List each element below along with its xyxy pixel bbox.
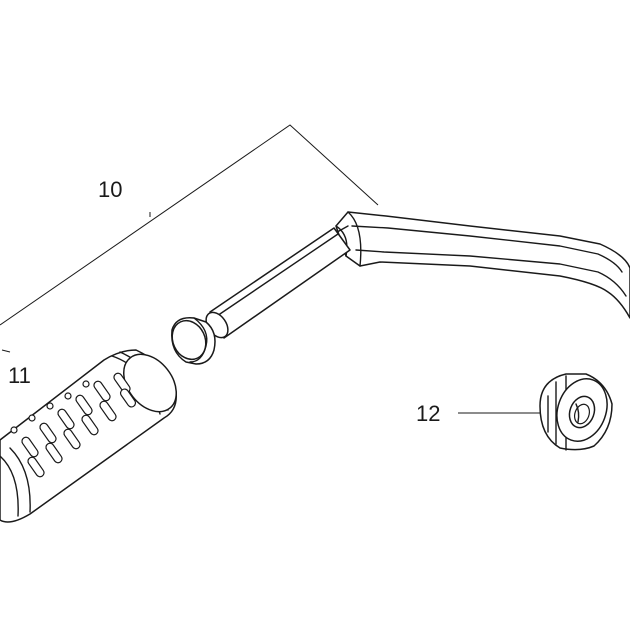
knob-cap[interactable] [166, 315, 216, 365]
grip[interactable] [0, 344, 187, 523]
callout-11-leader [1, 349, 11, 353]
callout-10-bracket [0, 124, 379, 326]
shaft[interactable] [202, 227, 351, 342]
callout-10-label: 10 [98, 177, 122, 202]
grip-slots [10, 372, 137, 478]
lever-arm[interactable] [329, 211, 630, 319]
nut[interactable] [539, 372, 615, 451]
callout-12-label: 12 [416, 401, 440, 426]
callout-11-label: 11 [8, 363, 31, 388]
